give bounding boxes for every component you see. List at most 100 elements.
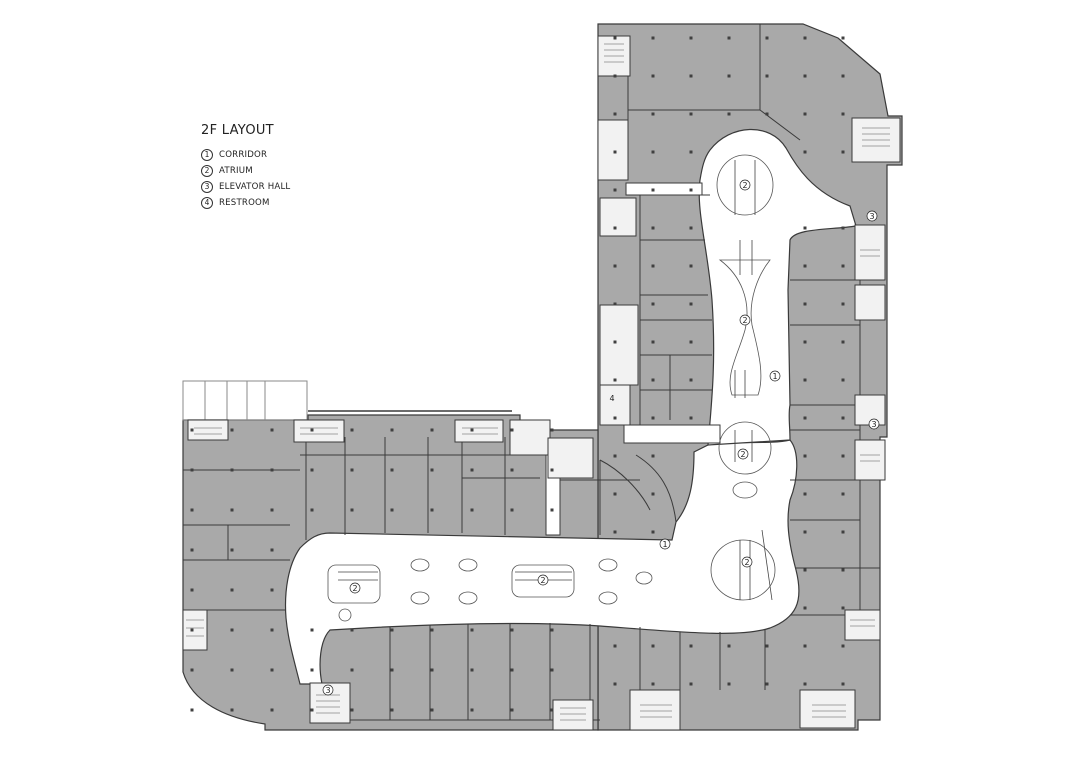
column <box>727 682 731 686</box>
column <box>270 548 274 552</box>
column <box>350 628 354 632</box>
column <box>550 628 554 632</box>
column <box>230 468 234 472</box>
column <box>390 668 394 672</box>
column <box>230 668 234 672</box>
svg-text:2: 2 <box>740 450 745 459</box>
legend-number: 4 <box>201 197 213 209</box>
legend-label: ELEVATOR HALL <box>219 182 291 192</box>
marker-atrium-north: 2 <box>739 179 751 191</box>
column <box>765 74 769 78</box>
column <box>550 668 554 672</box>
column <box>689 36 693 40</box>
column <box>613 340 617 344</box>
column <box>390 508 394 512</box>
column <box>270 468 274 472</box>
column <box>510 468 514 472</box>
column <box>470 468 474 472</box>
column <box>310 428 314 432</box>
core-center-2 <box>547 437 594 479</box>
column <box>190 428 194 432</box>
elevator-east-3 <box>854 394 886 426</box>
column <box>689 150 693 154</box>
column <box>651 492 655 496</box>
column <box>613 226 617 230</box>
column <box>651 340 655 344</box>
column <box>803 378 807 382</box>
legend-item-restroom: 4 RESTROOM <box>201 195 290 211</box>
marker-elevator-hall-3: 3 <box>322 684 334 696</box>
column <box>765 644 769 648</box>
svg-text:3: 3 <box>325 686 330 695</box>
column <box>390 628 394 632</box>
plan-markers: 2 2 2 2 2 2 1 <box>322 179 880 696</box>
column <box>350 468 354 472</box>
column <box>689 226 693 230</box>
column <box>803 112 807 116</box>
legend-number: 1 <box>201 149 213 161</box>
svg-text:4: 4 <box>609 394 614 403</box>
column <box>230 508 234 512</box>
column <box>689 378 693 382</box>
column <box>651 74 655 78</box>
column <box>310 508 314 512</box>
structural-columns <box>190 36 845 712</box>
column <box>651 378 655 382</box>
column <box>190 668 194 672</box>
west-corridor <box>284 439 800 685</box>
svg-text:1: 1 <box>772 372 777 381</box>
column <box>651 644 655 648</box>
column <box>841 492 845 496</box>
column <box>510 508 514 512</box>
column <box>803 644 807 648</box>
legend-item-atrium: 2 ATRIUM <box>201 163 290 179</box>
column <box>651 302 655 306</box>
column <box>651 682 655 686</box>
marker-atrium-east: 2 <box>741 556 753 568</box>
column <box>270 428 274 432</box>
column <box>350 508 354 512</box>
column <box>651 264 655 268</box>
column <box>803 530 807 534</box>
column <box>689 74 693 78</box>
column <box>310 708 314 712</box>
svg-text:2: 2 <box>352 584 357 593</box>
column <box>651 112 655 116</box>
core-north-1 <box>597 119 629 181</box>
column <box>841 150 845 154</box>
column <box>803 568 807 572</box>
column <box>765 682 769 686</box>
column <box>803 36 807 40</box>
svg-text:2: 2 <box>742 316 747 325</box>
column <box>430 468 434 472</box>
core-north-2 <box>599 197 637 237</box>
svg-text:2: 2 <box>742 181 747 190</box>
column <box>841 416 845 420</box>
marker-restroom: 4 <box>609 394 614 403</box>
column <box>430 428 434 432</box>
stair-west-3 <box>454 419 504 443</box>
column <box>727 74 731 78</box>
column <box>613 530 617 534</box>
escalators <box>338 160 773 601</box>
column <box>390 468 394 472</box>
column <box>689 682 693 686</box>
column <box>803 492 807 496</box>
column <box>841 302 845 306</box>
column <box>841 36 845 40</box>
marker-atrium-west-1: 2 <box>349 582 361 594</box>
column <box>841 74 845 78</box>
column <box>230 628 234 632</box>
column <box>765 36 769 40</box>
column <box>765 112 769 116</box>
service-cores <box>182 35 901 731</box>
column <box>803 340 807 344</box>
column <box>270 628 274 632</box>
column <box>689 644 693 648</box>
column <box>651 36 655 40</box>
legend-item-elevator-hall: 3 ELEVATOR HALL <box>201 179 290 195</box>
marker-atrium-cross: 2 <box>737 448 749 460</box>
core-north-3 <box>599 304 639 386</box>
column <box>803 682 807 686</box>
column <box>270 708 274 712</box>
